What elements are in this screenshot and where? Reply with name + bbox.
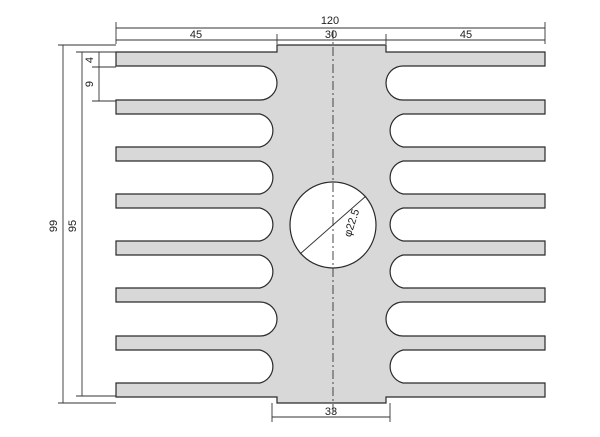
overall-height-label: 99 [48, 220, 60, 232]
fin-span-label: 95 [67, 220, 79, 232]
bottom-dimensions: 33 [271, 403, 391, 422]
left-fin-length-label: 45 [190, 29, 202, 41]
hole-diameter-leader [299, 195, 367, 255]
core-width-bottom-label: 33 [325, 406, 337, 418]
core-width-top-label: 30 [325, 29, 337, 41]
fin-pitch-label: 9 [84, 81, 96, 87]
top-dimensions: 120 45 30 45 [115, 15, 546, 44]
left-dimensions: 99 95 4 9 [48, 44, 116, 404]
fin-thickness-label: 4 [84, 57, 96, 63]
right-fin-length-label: 45 [460, 29, 472, 41]
overall-width-label: 120 [321, 15, 339, 27]
